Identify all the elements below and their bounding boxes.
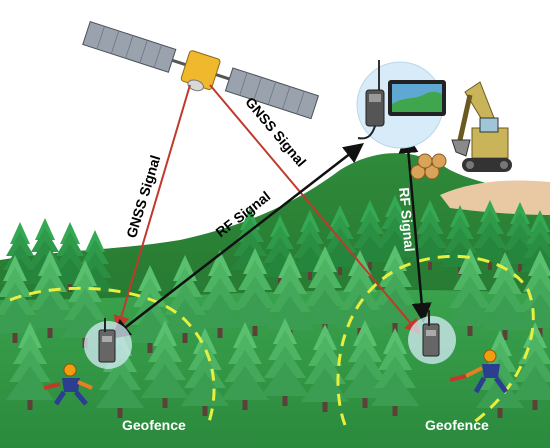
geofence-left-boundary — [9, 286, 216, 426]
gps-collar-device-left — [84, 318, 132, 369]
rf-signal-label-right: RF Signal — [396, 187, 418, 253]
clearing — [440, 180, 550, 215]
satellite-icon — [82, 20, 320, 120]
geofence-label-left: Geofence — [122, 417, 186, 433]
forest-worker-icon-left — [43, 363, 93, 406]
handheld-radio-icon — [357, 60, 385, 140]
base-station — [356, 60, 446, 149]
forest-worker-icon-right — [449, 349, 509, 394]
tablet-map-icon — [388, 80, 446, 116]
rf-signal-line-center — [110, 142, 364, 340]
geofence-label-right: Geofence — [425, 417, 489, 433]
log-pile-icon — [410, 153, 447, 180]
excavator-icon — [451, 81, 512, 172]
gps-collar-device-right — [408, 310, 456, 364]
rf-signal-line-right — [398, 133, 432, 323]
